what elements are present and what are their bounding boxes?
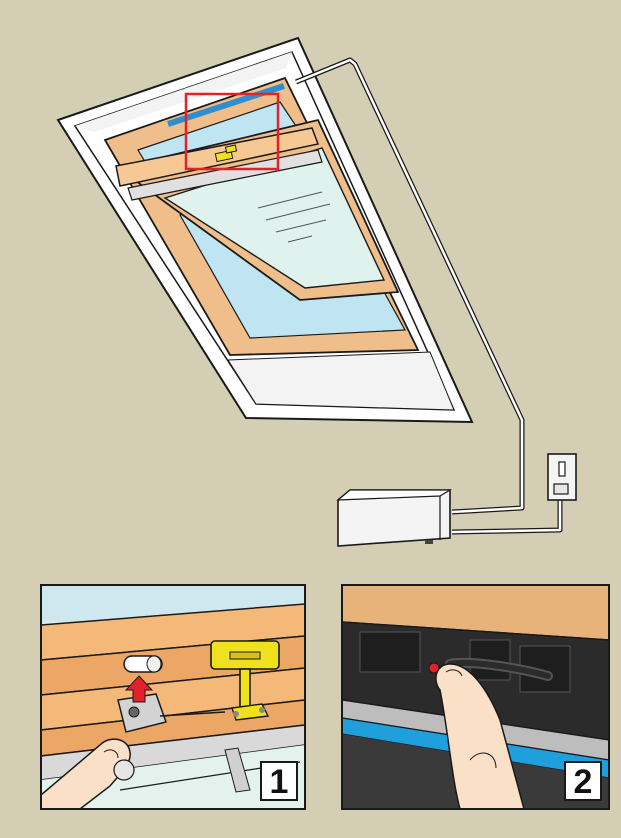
wall-socket bbox=[548, 454, 576, 500]
control-box bbox=[338, 490, 450, 546]
step-panel-1: 1 bbox=[41, 585, 305, 809]
step-number-1: 1 bbox=[270, 763, 289, 801]
cylinder-pin bbox=[124, 656, 162, 672]
step-panel-2: 2 bbox=[342, 585, 609, 809]
step-number-2: 2 bbox=[574, 763, 593, 801]
roof-window bbox=[58, 38, 472, 422]
